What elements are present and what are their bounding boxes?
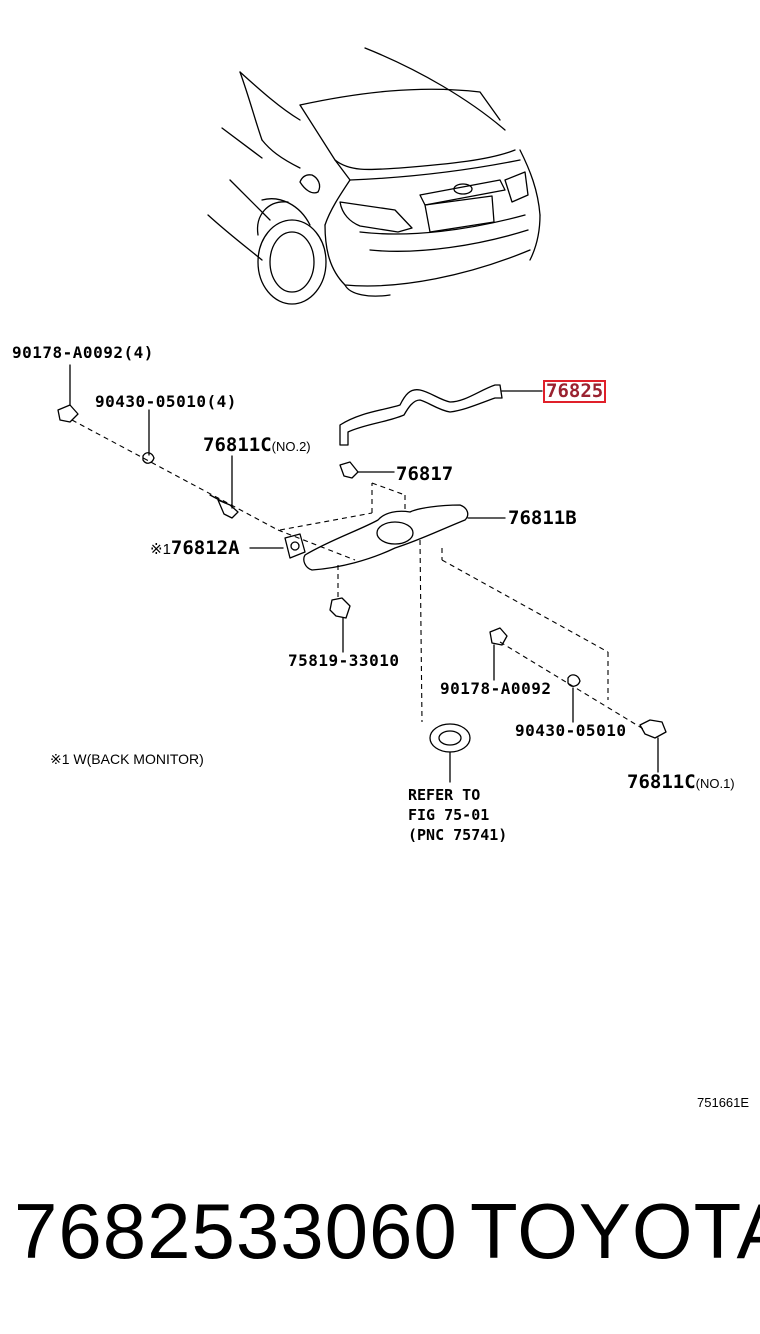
label-76811c-no2-number: 76811C	[203, 434, 272, 456]
reference-line-3: (PNC 75741)	[408, 826, 508, 844]
emblem-shape	[429, 723, 471, 753]
label-76811c-no1-number: 76811C	[627, 771, 696, 793]
label-76812a-number: 76812A	[170, 537, 240, 559]
reference-block[interactable]: REFER TO FIG 75-01 (PNC 75741)	[408, 785, 507, 845]
label-76817[interactable]: 76817	[396, 463, 454, 485]
label-76812a[interactable]: ※176812A	[150, 539, 240, 558]
label-75819-33010[interactable]: 75819-33010	[288, 651, 400, 670]
clip-75819-33010	[329, 597, 351, 619]
label-76811c-no2-suffix: (NO.2)	[271, 439, 311, 454]
nut-90178-a0092	[489, 627, 508, 646]
label-90178-a0092[interactable]: 90178-A0092	[440, 679, 552, 698]
label-76811c-no1[interactable]: 76811C(NO.1)	[627, 773, 735, 792]
label-76811c-no2[interactable]: 76811C(NO.2)	[203, 436, 311, 455]
label-90430-05010[interactable]: 90430-05010	[515, 721, 627, 740]
bolt-76811c-no1	[639, 719, 667, 739]
label-90430-05010-4[interactable]: 90430-05010(4)	[95, 392, 237, 411]
note-back-monitor: ※1 W(BACK MONITOR)	[50, 751, 204, 767]
part-76812a-shape	[284, 533, 306, 559]
footer-brand: TOYOTA	[470, 1187, 760, 1275]
part-76811b-shape	[303, 504, 469, 571]
reference-line-2: FIG 75-01	[408, 806, 490, 824]
bolt-76811c-no2	[209, 494, 239, 519]
reference-line-1: REFER TO	[408, 786, 481, 804]
washer-90430-05010-4	[142, 452, 155, 464]
label-90178-a0092-4[interactable]: 90178-A0092(4)	[12, 343, 154, 362]
label-76811b[interactable]: 76811B	[508, 507, 577, 529]
footer-part-number: 7682533060	[14, 1187, 458, 1275]
clip-76817	[339, 461, 359, 479]
label-76825-highlighted[interactable]: 76825	[543, 380, 607, 403]
label-76811c-no1-suffix: (NO.1)	[695, 776, 735, 791]
car-rear-illustration	[207, 47, 541, 305]
label-76812a-mark: ※1	[150, 541, 171, 558]
figure-code: 751661E	[697, 1095, 750, 1110]
part-76825-shape	[339, 384, 503, 446]
nut-90178-a0092-4	[57, 404, 79, 423]
